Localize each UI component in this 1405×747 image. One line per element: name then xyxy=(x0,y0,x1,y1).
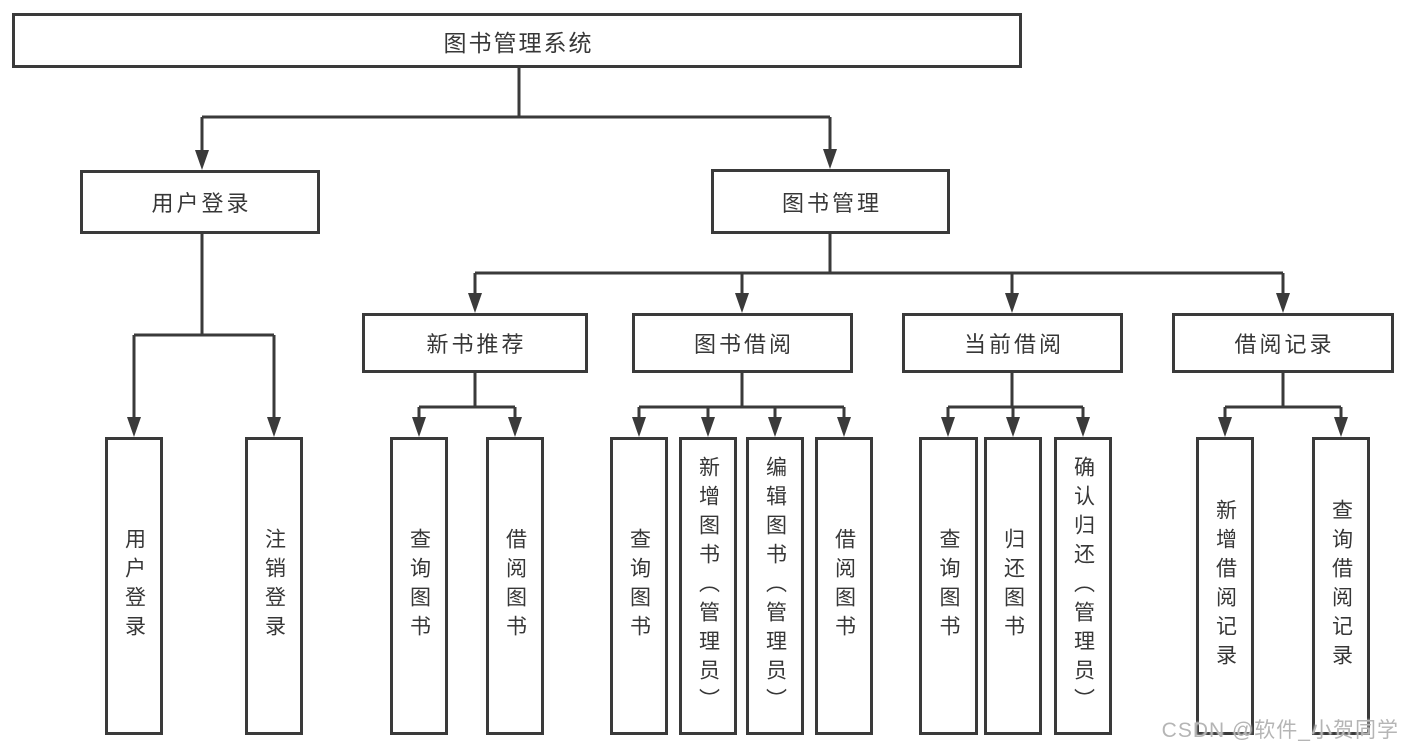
arrowhead xyxy=(195,150,209,170)
leaf-bb-add-book-label: 新增图书（管理员） xyxy=(696,455,720,717)
leaf-br-add-record-label: 新增借阅记录 xyxy=(1213,499,1237,673)
connector-root-to-level2 xyxy=(200,68,832,160)
node-borrow-records-label: 借阅记录 xyxy=(1234,332,1335,357)
arrowhead xyxy=(1006,417,1020,437)
connector-book-borrow-to-leaves xyxy=(637,373,846,427)
leaf-rec-borrow-book: 借阅图书 xyxy=(486,437,544,735)
leaf-bb-add-book: 新增图书（管理员） xyxy=(679,437,737,735)
leaf-user-login-label: 用户登录 xyxy=(122,528,146,644)
arrowhead xyxy=(701,417,715,437)
node-borrow-records: 借阅记录 xyxy=(1172,313,1394,373)
arrowhead xyxy=(1218,417,1232,437)
leaf-rec-borrow-book-label: 借阅图书 xyxy=(503,528,527,644)
arrowhead xyxy=(127,417,141,437)
leaf-bb-borrow-book: 借阅图书 xyxy=(815,437,873,735)
arrowhead xyxy=(412,417,426,437)
node-book-borrow-label: 图书借阅 xyxy=(693,332,794,357)
arrowhead xyxy=(735,293,749,313)
arrowhead xyxy=(1005,293,1019,313)
leaf-cb-query-book: 查询图书 xyxy=(919,437,978,735)
arrowhead xyxy=(823,149,837,169)
arrowhead xyxy=(941,417,955,437)
arrowhead xyxy=(1334,417,1348,437)
node-root-label: 图书管理系统 xyxy=(443,29,594,56)
node-user-login: 用户登录 xyxy=(80,170,320,234)
connector-user-login-to-leaves xyxy=(132,234,276,427)
arrowhead xyxy=(267,417,281,437)
leaf-br-add-record: 新增借阅记录 xyxy=(1196,437,1254,735)
leaf-cb-confirm-return: 确认归还（管理员） xyxy=(1054,437,1112,735)
node-current-borrow-label: 当前借阅 xyxy=(963,332,1064,357)
arrowhead xyxy=(768,417,782,437)
leaf-cb-return-book: 归还图书 xyxy=(984,437,1042,735)
leaf-cb-query-book-label: 查询图书 xyxy=(937,528,960,644)
leaf-rec-query-book: 查询图书 xyxy=(390,437,448,735)
arrowhead xyxy=(837,417,851,437)
leaf-bb-edit-book-label: 编辑图书（管理员） xyxy=(763,455,787,717)
leaf-bb-query-book: 查询图书 xyxy=(610,437,668,735)
node-current-borrow: 当前借阅 xyxy=(902,313,1123,373)
arrowhead xyxy=(468,293,482,313)
leaf-br-query-record: 查询借阅记录 xyxy=(1312,437,1370,735)
node-new-book-rec: 新书推荐 xyxy=(362,313,588,373)
leaf-br-query-record-label: 查询借阅记录 xyxy=(1329,499,1353,673)
leaf-rec-query-book-label: 查询图书 xyxy=(407,528,431,644)
node-new-book-rec-label: 新书推荐 xyxy=(426,332,527,357)
arrowhead xyxy=(632,417,646,437)
arrowhead xyxy=(1276,293,1290,313)
leaf-bb-edit-book: 编辑图书（管理员） xyxy=(746,437,804,735)
leaf-cb-confirm-return-label: 确认归还（管理员） xyxy=(1071,455,1095,717)
connector-borrow-records-to-leaves xyxy=(1223,373,1343,427)
connector-book-mgmt-to-level3 xyxy=(473,234,1285,303)
leaf-logout-label: 注销登录 xyxy=(262,528,286,644)
node-book-mgmt-label: 图书管理 xyxy=(781,190,882,216)
node-user-login-label: 用户登录 xyxy=(151,191,252,216)
node-book-mgmt: 图书管理 xyxy=(711,169,950,234)
leaf-user-login: 用户登录 xyxy=(105,437,163,735)
leaf-bb-borrow-book-label: 借阅图书 xyxy=(832,528,856,644)
leaf-bb-query-book-label: 查询图书 xyxy=(627,528,651,644)
leaf-logout: 注销登录 xyxy=(245,437,303,735)
node-book-borrow: 图书借阅 xyxy=(632,313,853,373)
arrowhead xyxy=(1076,417,1090,437)
node-root: 图书管理系统 xyxy=(12,13,1022,68)
connector-new-book-rec-to-leaves xyxy=(417,373,517,427)
arrowheads xyxy=(127,149,1348,437)
arrowhead xyxy=(508,417,522,437)
csdn-watermark: CSDN @软件_小贺同学 xyxy=(1161,719,1399,742)
leaf-cb-return-book-label: 归还图书 xyxy=(1001,528,1025,644)
